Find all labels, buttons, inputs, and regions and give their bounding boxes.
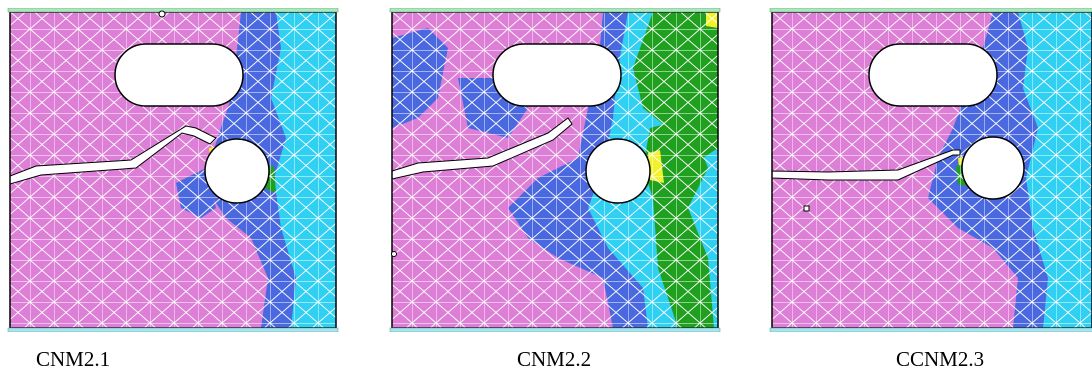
boundary-node-marker [803, 205, 810, 212]
mesh-plot-2 [389, 8, 721, 332]
bottom-boundary-bar [389, 327, 721, 332]
circular-hole [204, 138, 270, 204]
top-boundary-bar [389, 8, 721, 13]
figure-caption-1: CNM2.1 [36, 347, 111, 371]
figure-caption-2: CNM2.2 [517, 347, 592, 371]
crack-path [10, 125, 217, 185]
boundary-node-marker [391, 251, 397, 257]
oval-hole [492, 43, 622, 107]
bottom-boundary-bar [7, 327, 339, 332]
crack-path [772, 149, 961, 181]
oval-hole [114, 43, 244, 107]
simulation-panel-2 [388, 8, 733, 332]
top-boundary-bar [7, 8, 339, 13]
circular-hole [585, 138, 651, 204]
simulation-panel-3 [768, 8, 1092, 332]
figure-caption-3: CCNM2.3 [896, 347, 985, 371]
mesh-plot-1 [7, 8, 339, 332]
crack-path [392, 117, 573, 180]
oval-hole [868, 43, 998, 107]
bottom-boundary-bar [769, 327, 1092, 332]
mesh-plot-3 [769, 8, 1092, 332]
simulation-panel-1 [6, 8, 351, 332]
circular-hole [961, 136, 1025, 200]
load-node-marker [158, 10, 166, 18]
top-boundary-bar [769, 8, 1092, 13]
